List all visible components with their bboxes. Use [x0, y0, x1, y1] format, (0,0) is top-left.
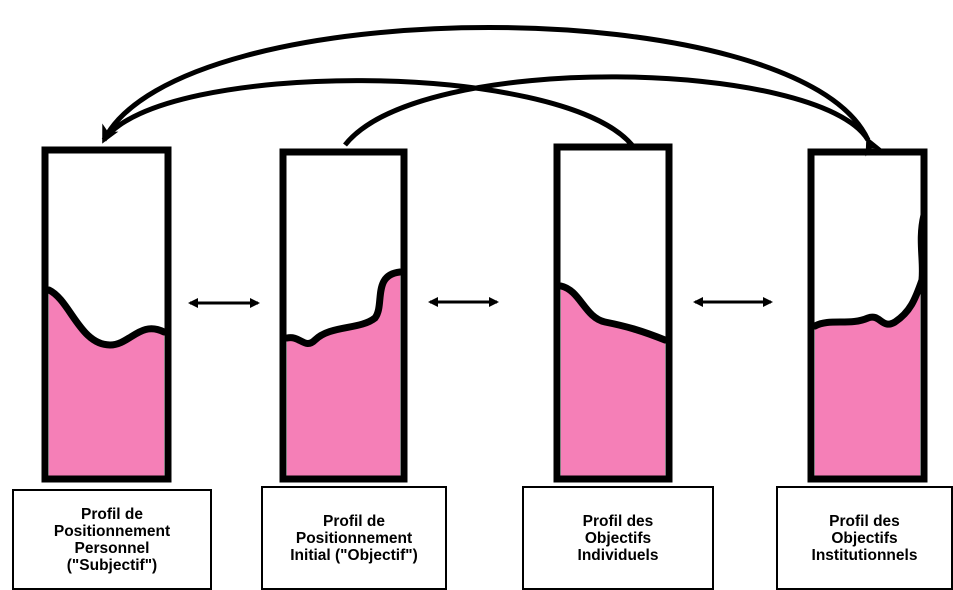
profile-column-2	[279, 148, 408, 483]
profile-label-2-text: Profil de Positionnement Initial ("Objec…	[290, 512, 418, 564]
profile-label-3: Profil des Objectifs Individuels	[522, 486, 714, 590]
column-outline-3	[553, 143, 673, 483]
fill-surface-1	[45, 286, 168, 349]
column-outline-4	[807, 148, 928, 483]
profile-column-1	[41, 146, 172, 483]
profile-label-4-text: Profil des Objectifs Institutionnels	[811, 512, 918, 564]
fill-surface-2	[283, 268, 404, 347]
profile-label-4: Profil des Objectifs Institutionnels	[776, 486, 953, 590]
profile-column-4	[807, 148, 928, 483]
double-arrows	[188, 297, 773, 308]
fill-level-2	[287, 272, 400, 476]
arc-initial-institutionnels	[343, 74, 871, 147]
profile-label-2: Profil de Positionnement Initial ("Objec…	[261, 486, 447, 590]
fill-level-1	[49, 292, 164, 476]
column-outline-1	[41, 146, 172, 483]
fill-level-3	[561, 288, 665, 476]
top-arcs	[101, 25, 883, 157]
profile-label-1: Profil de Positionnement Personnel ("Sub…	[12, 489, 212, 590]
fill-level-4	[815, 282, 920, 476]
arc-personnel-institutionnels	[101, 25, 883, 157]
fill-surface-4	[811, 211, 928, 330]
profile-column-3	[553, 143, 673, 483]
profile-label-1-text: Profil de Positionnement Personnel ("Sub…	[53, 505, 171, 574]
fill-surface-3	[557, 282, 669, 344]
column-outline-2	[279, 148, 408, 483]
profile-label-3-text: Profil des Objectifs Individuels	[577, 512, 659, 564]
arc-initial-individuels	[101, 78, 634, 147]
